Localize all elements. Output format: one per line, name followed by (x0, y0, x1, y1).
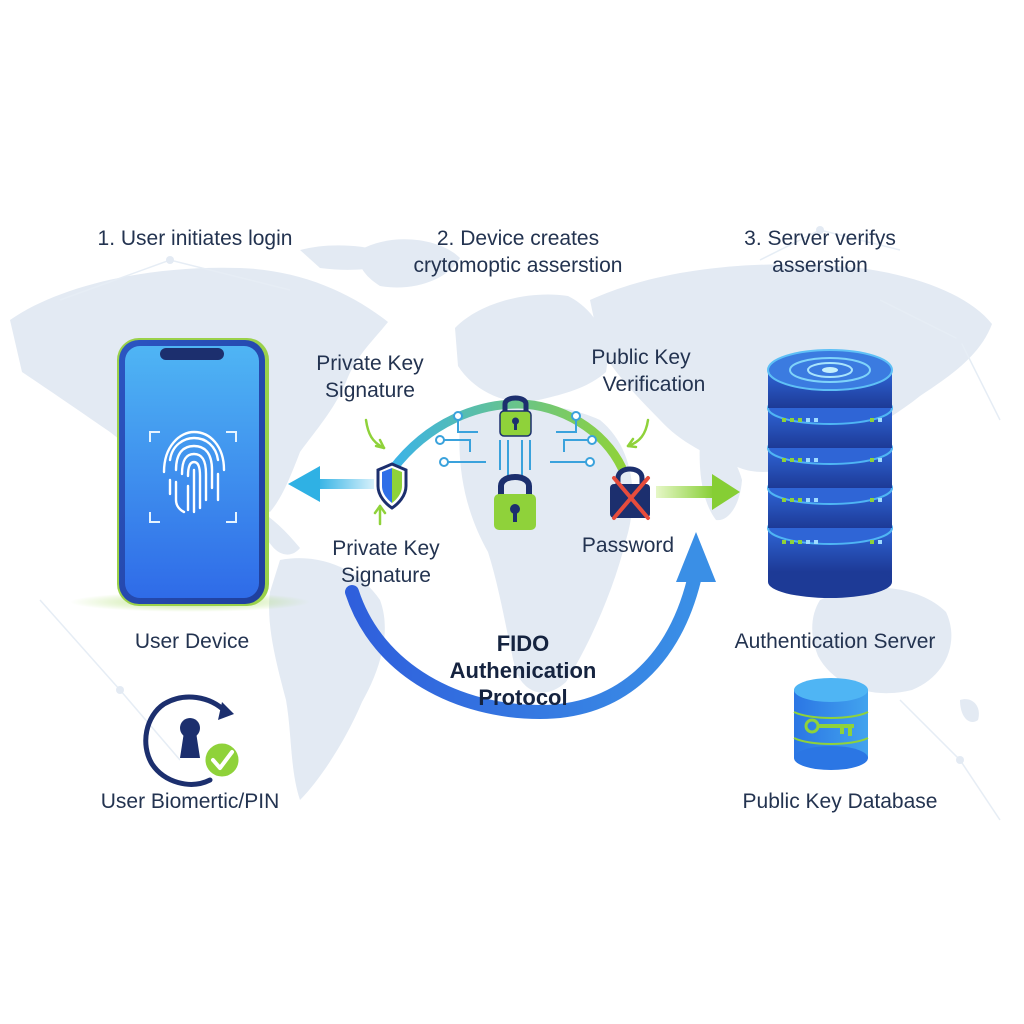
server-icon (767, 349, 893, 598)
keyhole-icon (143, 694, 234, 787)
fingerprint-icon (162, 430, 226, 514)
circuit-lines (442, 418, 590, 476)
protocol-arc (345, 532, 716, 720)
user-device-phone (70, 338, 310, 612)
step-1-label: 1. User initiates login (97, 227, 293, 250)
auth-server-label: Authentication Server (734, 630, 936, 653)
lock-icon (499, 395, 532, 437)
signature-arc (387, 399, 627, 475)
arrow-to-server (656, 474, 740, 510)
check-icon (202, 740, 242, 780)
pointer-arrows (364, 418, 650, 526)
padlock-icon (494, 474, 536, 530)
user-device-label: User Device (134, 630, 250, 653)
protocol-label: FIDO Authenication Protocol (449, 631, 597, 710)
private-key-signature-top-label: Private Key Signature (316, 352, 424, 402)
private-key-signature-bottom-label: Private Key Signature (332, 537, 440, 587)
public-key-db-label: Public Key Database (742, 790, 938, 813)
shield-icon (376, 462, 408, 510)
step-2-label: 2. Device creates crytomoptic asserstion (413, 227, 623, 277)
key-icon (804, 718, 854, 736)
arrow-to-device (288, 466, 374, 502)
user-biometric-label: User Biomertic/PIN (100, 790, 280, 813)
password-label: Password (581, 534, 675, 557)
scan-frame (149, 431, 237, 523)
database-icon (793, 678, 869, 770)
step-3-label: 3. Server verifys asserstion (744, 227, 896, 277)
public-key-verification-label: Public Key Verification (591, 346, 706, 396)
crossed-lock-icon (610, 466, 650, 520)
